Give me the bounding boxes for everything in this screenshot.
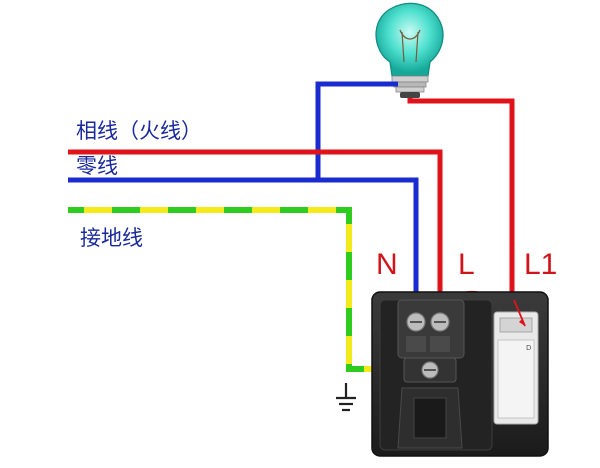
ground-wire-label: 接地线 (80, 226, 143, 250)
terminal-block (397, 299, 465, 359)
light-bulb-icon (375, 2, 444, 98)
socket-switch-box: D (371, 291, 549, 457)
terminal-label-l1: L1 (524, 248, 558, 281)
socket-housing (397, 387, 463, 449)
ground-terminal (403, 357, 457, 383)
switch-mark: D (526, 344, 531, 352)
neutral-wire (68, 81, 419, 300)
ground-symbol-icon (336, 383, 356, 412)
terminal-label-l: L (458, 248, 475, 281)
switch-module: D (493, 299, 539, 425)
neutral-wire-label: 零线 (76, 154, 118, 178)
terminal-label-n: N (376, 248, 398, 281)
live-wire-label: 相线（火线） (76, 119, 202, 143)
